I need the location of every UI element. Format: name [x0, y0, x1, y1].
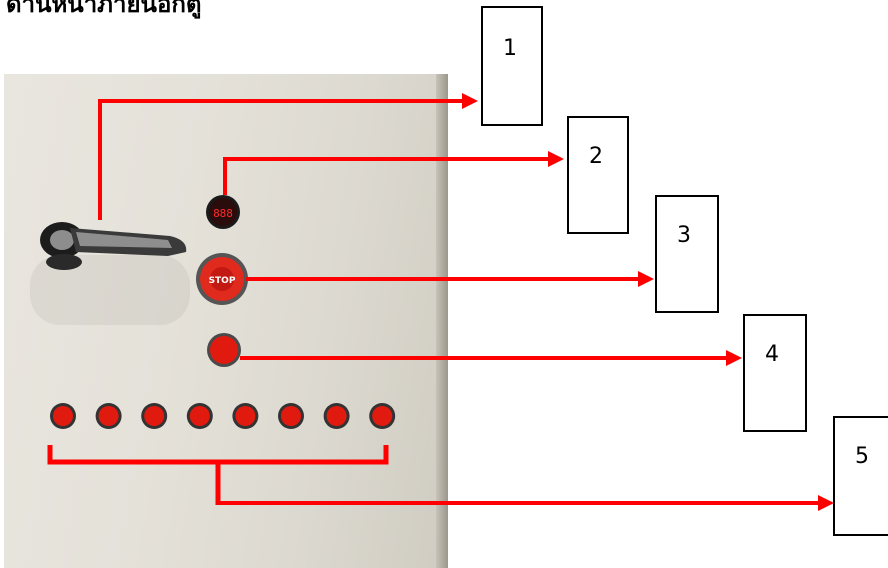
callout-box-3: 3 — [655, 195, 719, 313]
display-digits: 888 — [213, 207, 233, 220]
red-push-button[interactable] — [207, 333, 241, 367]
arrow-1 — [98, 99, 470, 220]
pilot-lamp — [50, 403, 76, 429]
pilot-lamp — [95, 403, 122, 429]
digital-display: 888 — [206, 195, 240, 229]
door-handle[interactable] — [40, 222, 187, 270]
arrow-2-head — [548, 151, 564, 167]
pilot-lamp — [369, 403, 396, 429]
pilot-lamp — [278, 403, 304, 429]
control-cabinet-door — [4, 74, 448, 568]
stop-label: STOP — [209, 276, 236, 286]
callout-number-2: 2 — [589, 144, 603, 169]
callout-number-3: 3 — [677, 223, 691, 248]
callout-number-5: 5 — [855, 444, 869, 469]
arrow-4-head — [726, 350, 742, 366]
emergency-stop-button[interactable]: STOP — [196, 253, 248, 305]
pilot-lamp — [186, 403, 213, 429]
pilot-lamp-row — [50, 403, 396, 429]
callout-number-1: 1 — [503, 36, 517, 61]
pilot-lamp — [232, 403, 259, 429]
pilot-lamp — [323, 403, 350, 429]
arrow-5-head — [818, 495, 834, 511]
arrow-1-head — [462, 93, 478, 109]
callout-box-5: 5 — [833, 416, 888, 536]
callout-number-4: 4 — [765, 342, 779, 367]
arrow-3-head — [638, 271, 654, 287]
cabinet-door-edge — [436, 74, 448, 568]
page-title: ด้านหน้าภายนอกตู้ — [6, 0, 202, 18]
callout-box-2: 2 — [567, 116, 629, 234]
callout-box-1: 1 — [481, 6, 543, 126]
lamp-group-bracket — [47, 445, 389, 465]
pilot-lamp — [141, 403, 168, 429]
callout-box-4: 4 — [743, 314, 807, 432]
arrow-2 — [223, 157, 556, 195]
